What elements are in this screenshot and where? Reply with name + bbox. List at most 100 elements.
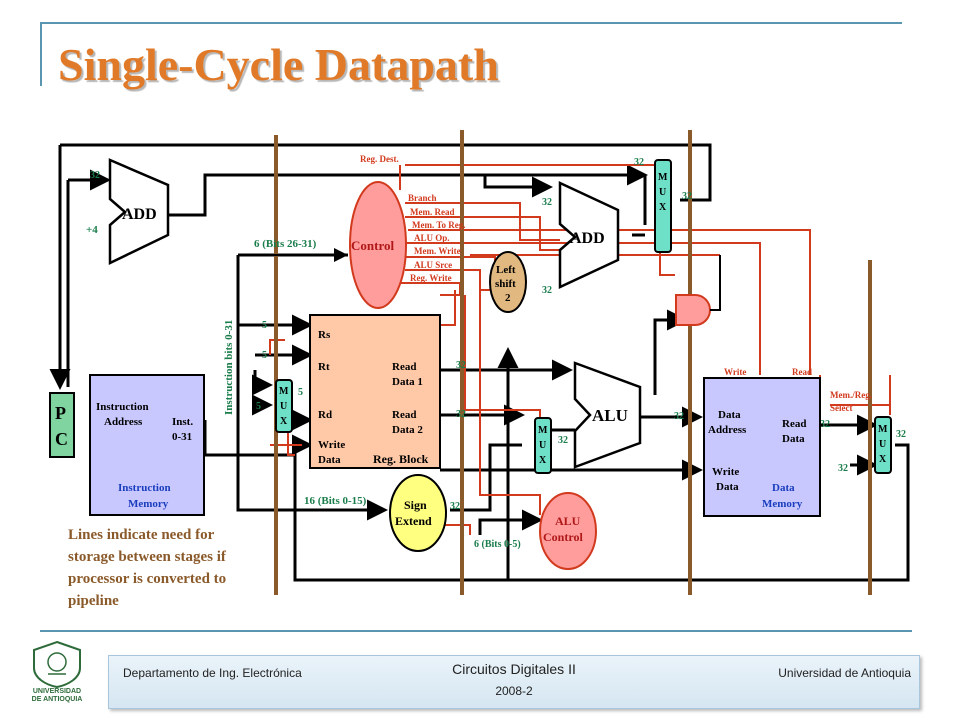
reg-read2-l1: Read (392, 409, 416, 421)
dmem-read-label: Read (792, 367, 812, 377)
mux-alu-m: M (538, 425, 548, 436)
branch-adder-label: ADD (570, 230, 605, 247)
pc-source-mux (654, 159, 672, 253)
alu-control-l2: Control (543, 530, 583, 544)
reg-rd: Rd (318, 409, 332, 421)
width-signext: 32 (450, 501, 460, 512)
width-read-data: 32 (820, 419, 830, 430)
instr-inst-l1: Inst. (172, 416, 193, 428)
note-line-2: storage between stages if (68, 549, 227, 565)
mux1-x: X (280, 416, 288, 427)
control-bits-label: 6 (Bits 26-31) (254, 238, 317, 250)
mux-top-u: U (659, 187, 666, 198)
university-logo-text: UNIVERSIDAD DE ANTIOQUIA (22, 688, 92, 704)
reg-dest-mux (275, 379, 293, 433)
width-rs: 5 (262, 320, 267, 331)
branch-and-gate (675, 294, 711, 326)
pc-adder-label: ADD (122, 206, 157, 223)
dmem-addr-l1: Data (718, 409, 741, 421)
pc-adder (108, 158, 170, 265)
frame-top-line (40, 22, 902, 24)
frame-left-line (40, 22, 42, 86)
university-logo (30, 640, 84, 693)
width-add2-a: 32 (542, 197, 552, 208)
signal-branch: Branch (408, 193, 437, 203)
stage-lines (274, 130, 872, 595)
mux-final-x: X (879, 454, 887, 465)
alu-control (539, 492, 597, 570)
mem-to-reg-mux (874, 416, 892, 474)
dmem-addr-l2: Address (708, 424, 747, 436)
add1-width-32: 32 (90, 170, 100, 181)
signal-reg-dest: Reg. Dest. (360, 154, 399, 164)
instr-address-l1: Instruction (96, 401, 149, 413)
reg-write-l2: Data (318, 454, 341, 466)
sign-extend-l1: Sign (404, 498, 427, 512)
instr-mem-name-l1: Instruction (118, 482, 171, 494)
width-final-mux-in: 32 (838, 463, 848, 474)
pc-register (49, 392, 75, 458)
mux-alu-x: X (539, 455, 547, 466)
dmem-write-label: Write (724, 367, 746, 377)
left-shift-2 (489, 251, 527, 313)
mem-reg-select-l1: Mem./Reg. (830, 390, 872, 400)
reg-read1-l2: Data 1 (392, 376, 423, 388)
mem-reg-select-l2: Select (830, 403, 853, 413)
instr-address-l2: Address (104, 416, 143, 428)
reg-read2-l2: Data 2 (392, 424, 423, 436)
footer-band: Departamento de Ing. Electrónica Circuit… (108, 655, 920, 709)
dmem-wdata-l2: Data (716, 481, 739, 493)
mux-final-u: U (879, 439, 886, 450)
signal-alu-op: ALU Op. (414, 233, 450, 243)
left-shift-l2: shift (495, 278, 516, 290)
width-read2: 32 (456, 409, 466, 420)
instruction-memory (89, 374, 205, 516)
signal-mem-read: Mem. Read (410, 207, 455, 217)
dmem-name-l2: Memory (762, 498, 803, 510)
footer-course: Circuitos Digitales II (452, 661, 576, 677)
left-shift-l1: Left (496, 264, 516, 276)
left-shift-l3: 2 (505, 292, 511, 304)
sign-extend-bits: 16 (Bits 0-15) (304, 495, 367, 507)
data-memory (703, 377, 821, 517)
width-shift-out: 32 (542, 285, 552, 296)
mux-final-m: M (878, 424, 888, 435)
reg-rt: Rt (318, 361, 330, 373)
control-unit (349, 181, 407, 309)
mux-top-x: X (659, 202, 667, 213)
note-line-1: Lines indicate need for (68, 527, 215, 543)
datapath-diagram: P C ADD 32 +4 Instruction Address Inst. … (49, 130, 910, 609)
width-rd: 5 (256, 401, 261, 412)
mux1-u: U (280, 401, 287, 412)
note-line-4: pipeline (68, 593, 119, 609)
footer-university: Universidad de Antioquia (778, 666, 911, 680)
note-line-3: processor is converted to (68, 571, 226, 587)
reg-block-name: Reg. Block (373, 452, 429, 466)
mux-alu-u: U (539, 440, 546, 451)
width-final-mux-out: 32 (896, 429, 906, 440)
signal-alu-srce: ALU Srce (414, 260, 452, 270)
reg-write-l1: Write (318, 439, 345, 451)
dmem-wdata-l1: Write (712, 466, 739, 478)
width-mux-out: 5 (298, 387, 303, 398)
alu-control-bits: 6 (Bits 0-5) (474, 539, 521, 550)
width-alu-out: 32 (674, 411, 684, 422)
pc-label-p: P (55, 403, 66, 423)
signal-mem-to-reg: Mem. To Reg. (412, 220, 466, 230)
register-block (309, 314, 441, 469)
width-read1: 32 (456, 360, 466, 371)
pc-label-c: C (55, 429, 68, 449)
mux1-m: M (279, 386, 289, 397)
reg-read1-l1: Read (392, 361, 416, 373)
sign-extend-l2: Extend (395, 514, 432, 528)
width-top-mux-out: 32 (682, 191, 692, 202)
width-alu-mux: 32 (558, 435, 568, 446)
instruction-bits-label: Instruction bits 0-31 (223, 320, 235, 415)
instr-inst-l2: 0-31 (172, 431, 192, 443)
alu-control-l1: ALU (555, 514, 581, 528)
instr-mem-name-l2: Memory (128, 498, 169, 510)
frame-bottom-line (40, 630, 912, 632)
sign-extend (389, 474, 447, 552)
dmem-name-l1: Data (772, 482, 795, 494)
footer-semester: 2008-2 (495, 684, 533, 698)
